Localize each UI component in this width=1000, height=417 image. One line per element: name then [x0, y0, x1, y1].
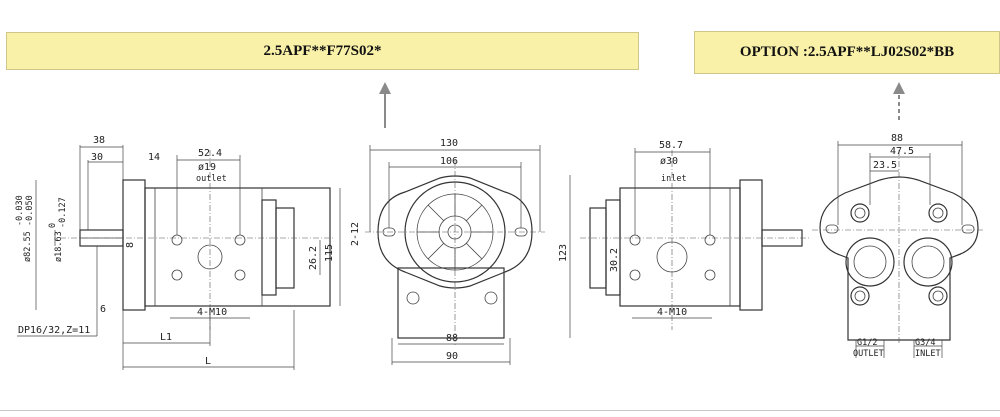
dim-30: 30 [91, 152, 103, 163]
rear-side-view: 58.7 ø30 inlet 30.2 4-M10 [580, 140, 810, 330]
dim-47-5: 47.5 [890, 146, 914, 157]
dim-outlet-size: G1/2 [857, 338, 877, 348]
dim-shaft-dia: ø82.55 [23, 231, 33, 262]
dim-58-7: 58.7 [659, 140, 683, 151]
dim-123: 123 [558, 244, 569, 262]
dim-106: 106 [440, 156, 458, 167]
dim-port-inlet: ø30 [660, 156, 678, 167]
dim-L1: L1 [160, 332, 172, 343]
label-bolts: 4-M10 [197, 307, 227, 318]
side-view: 38 30 14 52.4 ø19 outlet ø82.55 -0.030 -… [15, 135, 341, 370]
dim-14: 14 [148, 152, 160, 163]
dim-90: 90 [446, 351, 458, 362]
tol-spline-top: 0 [48, 223, 58, 228]
dim-opt-88: 88 [891, 133, 903, 144]
dim-L: L [205, 356, 211, 367]
tol-shaft-top: -0.030 [15, 195, 25, 226]
dim-52-4: 52.4 [198, 148, 222, 159]
dim-130: 130 [440, 138, 458, 149]
main-model-banner: 2.5APF**F77S02* [6, 32, 639, 70]
dim-115: 115 [324, 244, 335, 262]
dim-spline-dia: ø18.63 [54, 231, 64, 262]
dim-6: 6 [100, 304, 106, 315]
bottom-divider [0, 410, 1000, 411]
arrow-to-main-banner [379, 82, 391, 128]
label-outlet: outlet [196, 174, 227, 184]
dim-port-outlet: ø19 [198, 162, 216, 173]
option-model-label: OPTION :2.5APF**LJ02S02*BB [739, 44, 955, 60]
dim-88: 88 [446, 333, 458, 344]
arrow-to-option-banner [893, 82, 905, 120]
dim-38: 38 [93, 135, 105, 146]
label-inlet: inlet [661, 174, 687, 184]
dim-26-2: 26.2 [308, 246, 319, 270]
front-view: 130 106 2-12 123 88 90 [350, 138, 571, 365]
label-option-outlet: OUTLET [853, 349, 884, 359]
tol-spline-bottom: -0.127 [58, 197, 68, 228]
tol-shaft-bottom: -0.050 [25, 195, 35, 226]
label-rear-bolts: 4-M10 [657, 307, 687, 318]
option-view: 88 47.5 23.5 G1/2 OUTLET G3/4 INLET [812, 133, 985, 359]
dim-30-2: 30.2 [609, 248, 620, 272]
option-model-banner: OPTION :2.5APF**LJ02S02*BB [694, 31, 1000, 74]
label-option-inlet: INLET [915, 349, 941, 359]
dim-23-5: 23.5 [873, 160, 897, 171]
main-model-label: 2.5APF**F77S02* [263, 42, 382, 59]
label-slot: 2-12 [350, 222, 361, 246]
label-spline: DP16/32,Z=11 [18, 325, 90, 336]
dim-8: 8 [125, 242, 136, 248]
dim-inlet-size: G3/4 [915, 338, 935, 348]
